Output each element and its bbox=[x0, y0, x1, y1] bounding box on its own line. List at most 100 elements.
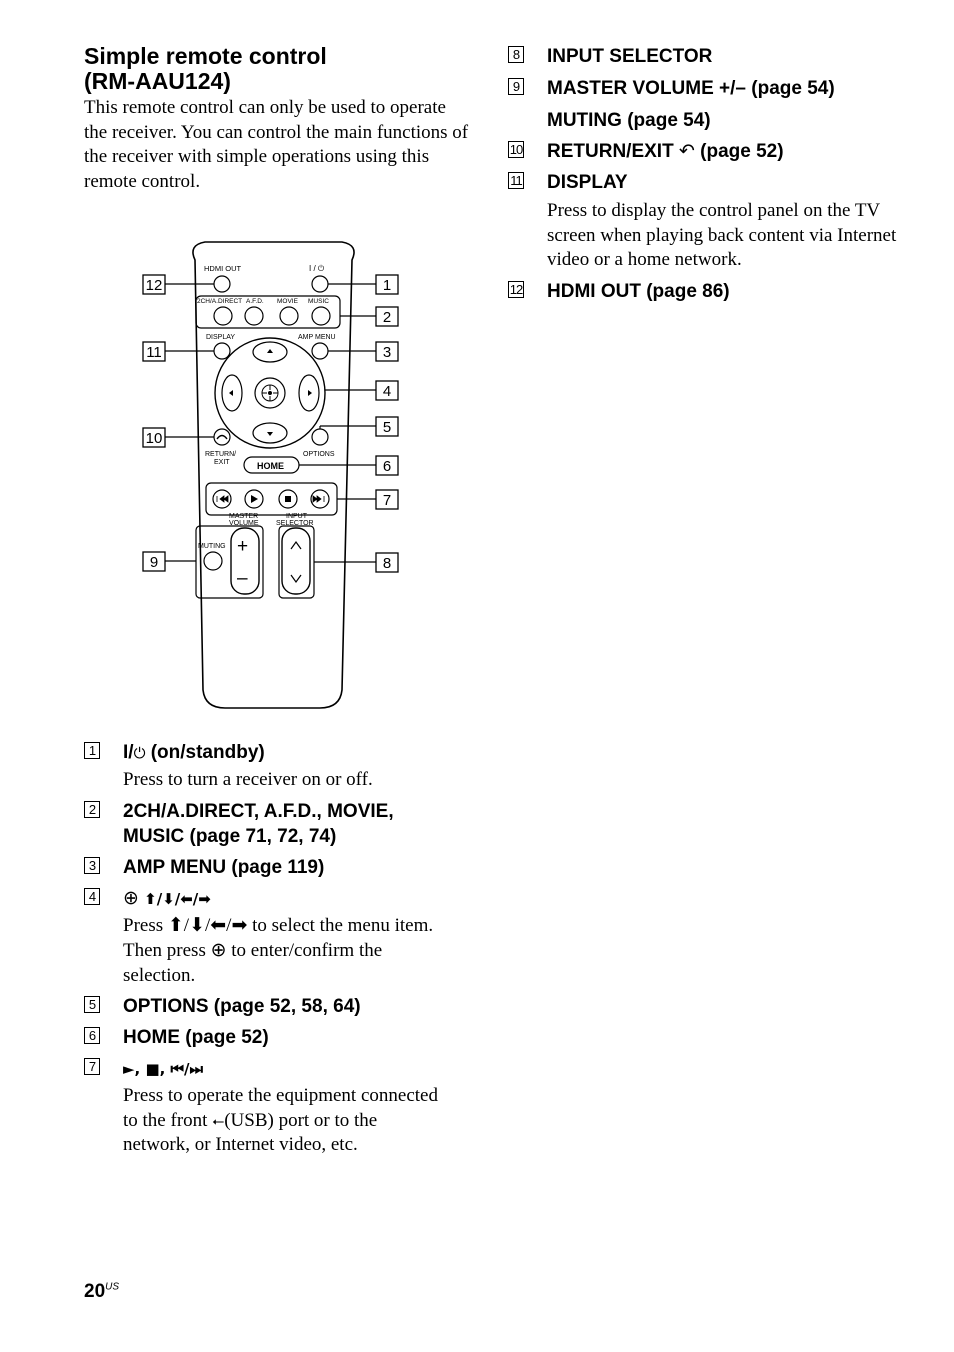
callout-2: 2 bbox=[383, 309, 391, 326]
section-title-line1: Simple remote control bbox=[84, 43, 327, 69]
callout-11: 11 bbox=[146, 344, 162, 361]
item-6: 6 HOME (page 52) bbox=[84, 1025, 469, 1050]
label-input-1: INPUT bbox=[286, 513, 308, 520]
label-afd: A.F.D. bbox=[246, 298, 264, 305]
item-head-line1: 2CH/A.DIRECT, A.F.D., MOVIE, bbox=[123, 800, 394, 822]
item-head-2: MUTING (page 54) bbox=[547, 110, 711, 131]
label-2ch: 2CH/A.DIRECT bbox=[197, 298, 242, 305]
label-amp-menu: AMP MENU bbox=[298, 334, 336, 341]
page-number: 20US bbox=[84, 1281, 120, 1302]
item-head: ►, ■, ⏮/⏭ bbox=[123, 1060, 204, 1078]
input-down-icon bbox=[290, 574, 302, 584]
item-head: RETURN/EXIT ↶ (page 52) bbox=[547, 140, 784, 162]
label-music: MUSIC bbox=[308, 298, 329, 305]
item-desc-line2: Then press ⊕ to enter/confirm the bbox=[123, 939, 383, 961]
item-desc-line1: Press ⬆/⬇/⬅/➡ to select the menu item. bbox=[123, 914, 434, 936]
item-num: 9 bbox=[508, 78, 524, 95]
item-num: 12 bbox=[508, 280, 524, 298]
enter-icon: ⊕ bbox=[210, 939, 227, 961]
label-options: OPTIONS bbox=[303, 451, 335, 458]
label-home: HOME bbox=[257, 461, 284, 471]
callout-1: 1 bbox=[383, 277, 391, 294]
power-button bbox=[311, 275, 329, 293]
left-arrow-icon bbox=[229, 390, 233, 396]
display-button bbox=[213, 342, 231, 360]
down-arrow-icon bbox=[267, 432, 273, 436]
label-plus: + bbox=[237, 536, 248, 557]
intro-paragraph: This remote control can only be used to … bbox=[84, 97, 469, 192]
item-num: 3 bbox=[84, 856, 100, 874]
right-arrow-icon bbox=[308, 390, 312, 396]
sound-field-group bbox=[195, 295, 341, 329]
afd-button bbox=[244, 306, 264, 326]
callout-5: 5 bbox=[383, 419, 391, 436]
items-left: 1 I/⏻ (on/standby) Press to turn a recei… bbox=[84, 740, 469, 1158]
callout-12: 12 bbox=[146, 277, 163, 294]
stop-icon bbox=[285, 496, 291, 502]
item-head: I/⏻ (on/standby) bbox=[123, 742, 265, 763]
item-num: 6 bbox=[84, 1027, 100, 1044]
item-num: 5 bbox=[84, 996, 100, 1013]
return-button bbox=[213, 428, 231, 446]
volume-group bbox=[195, 525, 264, 599]
play-icon bbox=[251, 495, 258, 503]
callout-lines bbox=[165, 283, 376, 563]
movie-button bbox=[279, 306, 299, 326]
callout-boxes bbox=[142, 274, 399, 573]
item-head: MASTER VOLUME +/– (page 54) bbox=[547, 78, 835, 99]
item-7: 7 ►, ■, ⏮/⏭ Press to operate the equipme… bbox=[84, 1056, 469, 1158]
item-num: 8 bbox=[508, 46, 524, 63]
item-12: 12 HDMI OUT (page 86) bbox=[508, 279, 908, 304]
muting-button bbox=[203, 551, 223, 571]
item-num: 7 bbox=[84, 1058, 100, 1075]
label-movie: MOVIE bbox=[277, 298, 299, 305]
prev-icon bbox=[216, 495, 229, 503]
callout-7: 7 bbox=[383, 492, 391, 509]
item-num: 4 bbox=[84, 887, 100, 905]
item-desc: Press to turn a receiver on or off. bbox=[123, 769, 373, 790]
label-input-2: SELECTOR bbox=[276, 520, 314, 527]
item-11: 11 DISPLAY Press to display the control … bbox=[508, 170, 908, 273]
item-9: 9 MASTER VOLUME +/– (page 54) MUTING (pa… bbox=[508, 76, 908, 133]
item-num: 2 bbox=[84, 800, 100, 818]
callout-4: 4 bbox=[383, 383, 391, 400]
item-head-line2: MUSIC (page 71, 72, 74) bbox=[123, 825, 337, 847]
input-selector-rocker bbox=[281, 527, 311, 595]
power-icon: ⏻ bbox=[133, 744, 146, 762]
item-head: INPUT SELECTOR bbox=[547, 46, 713, 67]
options-button bbox=[311, 428, 329, 446]
item-5: 5 OPTIONS (page 52, 58, 64) bbox=[84, 994, 469, 1019]
item-1: 1 I/⏻ (on/standby) Press to turn a recei… bbox=[84, 740, 469, 793]
label-muting: MUTING bbox=[198, 543, 226, 550]
section-title-line2: (RM-AAU124) bbox=[84, 68, 231, 94]
return-icon: ↶ bbox=[678, 140, 695, 162]
enter-icon bbox=[261, 384, 279, 402]
item-num: 11 bbox=[508, 172, 524, 189]
callout-6: 6 bbox=[383, 458, 391, 475]
input-up-icon bbox=[290, 540, 302, 550]
hdmi-out-button bbox=[213, 275, 231, 293]
music-button bbox=[311, 306, 331, 326]
label-power: I / ⏻ bbox=[309, 264, 325, 273]
next-icon bbox=[312, 495, 325, 503]
item-head: HOME (page 52) bbox=[123, 1027, 269, 1048]
2ch-button bbox=[213, 306, 233, 326]
label-display: DISPLAY bbox=[206, 334, 235, 341]
label-return-2: EXIT bbox=[214, 459, 230, 466]
item-num: 1 bbox=[84, 742, 100, 759]
item-3: 3 AMP MENU (page 119) bbox=[84, 855, 469, 880]
item-desc: Press to display the control panel on th… bbox=[547, 200, 897, 270]
item-desc-line2: to the front ⭠(USB) port or to the bbox=[123, 1109, 378, 1131]
return-icon bbox=[216, 434, 228, 440]
callout-8: 8 bbox=[383, 555, 391, 572]
label-minus: – bbox=[237, 568, 248, 589]
volume-rocker bbox=[230, 527, 260, 595]
item-head: OPTIONS (page 52, 58, 64) bbox=[123, 996, 361, 1017]
left-column: Simple remote control (RM-AAU124) This r… bbox=[84, 44, 469, 194]
callout-9: 9 bbox=[150, 554, 158, 571]
item-4: 4 ⊕ ⬆/⬇/⬅/➡ Press ⬆/⬇/⬅/➡ to select the … bbox=[84, 886, 469, 989]
item-desc-line3: network, or Internet video, etc. bbox=[123, 1134, 358, 1155]
callout-3: 3 bbox=[383, 344, 391, 361]
item-desc-line1: Press to operate the equipment connected bbox=[123, 1085, 438, 1106]
amp-menu-button bbox=[311, 342, 329, 360]
